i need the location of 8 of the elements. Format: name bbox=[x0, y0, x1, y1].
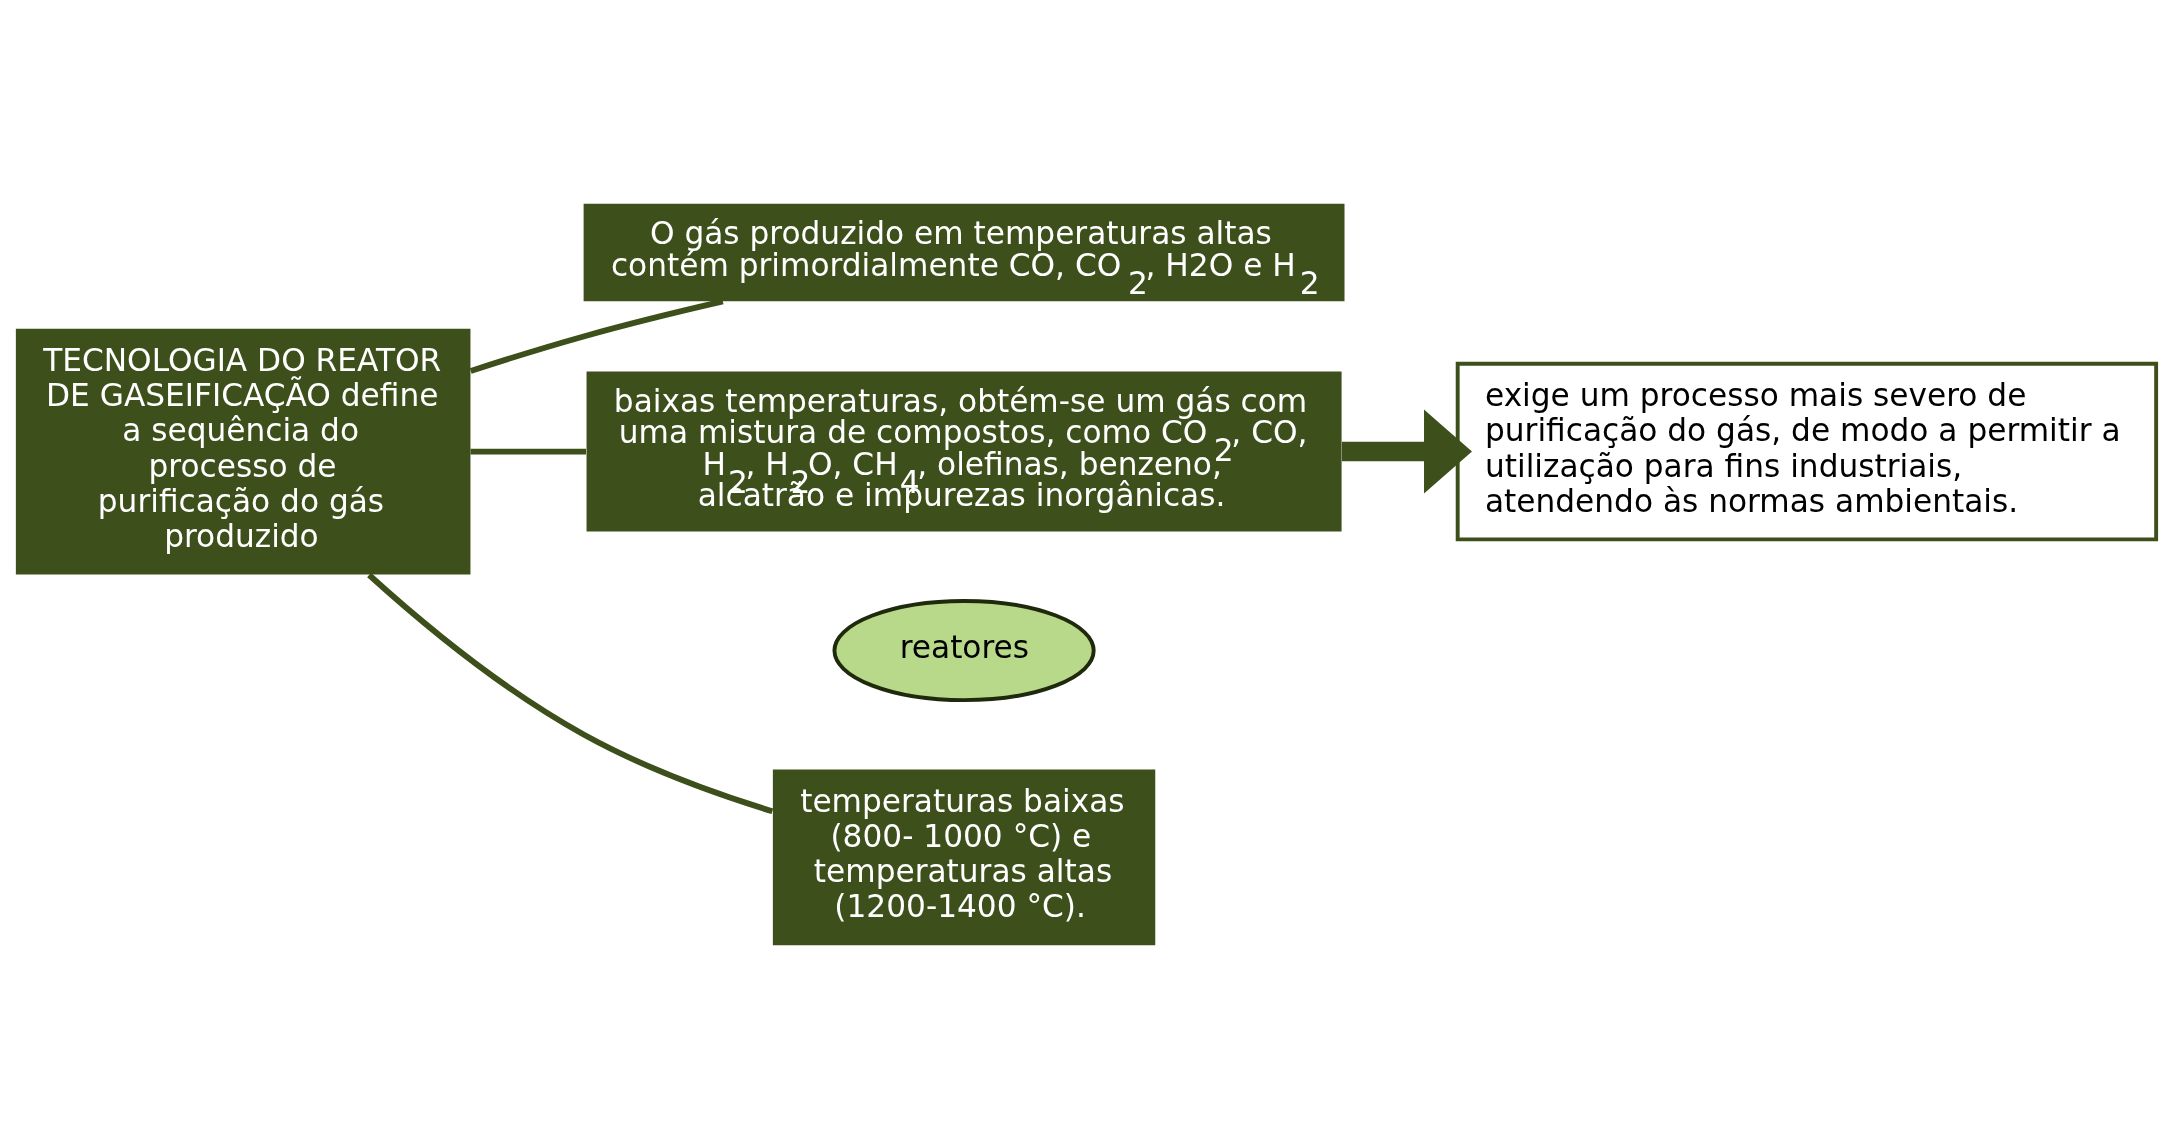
node-box: exige um processo mais severo de purificação do gás, de modo a permitir a utilização para fins industriais, atendendo às normas ambientais. bbox=[1455, 361, 2159, 541]
connector bbox=[470, 448, 587, 454]
connector bbox=[469, 298, 724, 374]
node-box: TECNOLOGIA DO REATOR DE GASEIFICAÇÃO define a sequência do processo de purificação do gás produzido bbox=[15, 328, 471, 574]
arrow bbox=[1341, 409, 1472, 494]
node-box: temperaturas baixas (800- 1000 °C) e temperaturas altas (1200-1400 °C). bbox=[772, 769, 1156, 945]
node-ellipse: reatores bbox=[832, 598, 1096, 702]
connector bbox=[367, 572, 774, 814]
